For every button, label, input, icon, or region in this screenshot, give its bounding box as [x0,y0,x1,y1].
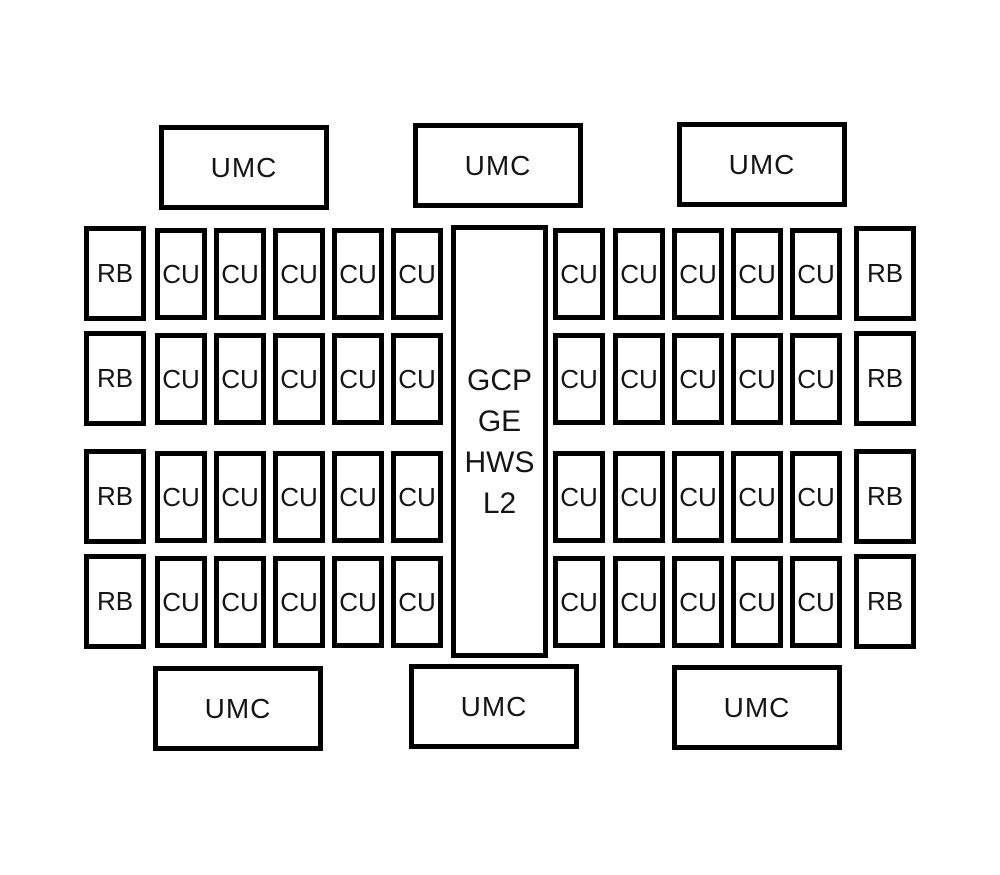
cu-block: CU [672,451,724,543]
center-line-hws: HWS [464,445,535,479]
cu-block: CU [731,228,783,320]
cu-block: CU [672,333,724,425]
rb-block: RB [84,226,146,321]
cu-block: CU [155,333,207,425]
umc-top-center: UMC [413,123,583,208]
cu-block: CU [332,451,384,543]
cu-block: CU [273,451,325,543]
gcp-ge-hws-l2-block: GCP GE HWS L2 [451,225,548,658]
center-line-gcp: GCP [466,363,532,397]
cu-block: CU [731,333,783,425]
cu-block: CU [672,556,724,648]
cu-block: CU [553,333,605,425]
cu-block: CU [731,556,783,648]
cu-block: CU [332,333,384,425]
rb-block: RB [84,449,146,544]
cu-block: CU [273,228,325,320]
cu-block: CU [553,556,605,648]
rb-block: RB [854,331,916,426]
cu-block: CU [332,228,384,320]
cu-block: CU [214,451,266,543]
umc-bottom-center: UMC [409,664,579,749]
cu-block: CU [613,556,665,648]
cu-block: CU [391,333,443,425]
rb-block: RB [854,554,916,649]
rb-block: RB [854,226,916,321]
cu-block: CU [155,556,207,648]
center-line-l2: L2 [482,486,517,520]
rb-block: RB [84,331,146,426]
umc-top-left: UMC [159,125,329,210]
cu-block: CU [214,556,266,648]
rb-block: RB [854,449,916,544]
umc-bottom-left: UMC [153,666,323,751]
cu-block: CU [553,228,605,320]
cu-block: CU [613,333,665,425]
cu-block: CU [155,228,207,320]
cu-block: CU [214,228,266,320]
cu-block: CU [553,451,605,543]
cu-block: CU [613,228,665,320]
cu-block: CU [391,228,443,320]
cu-block: CU [273,333,325,425]
center-line-ge: GE [477,404,522,438]
cu-block: CU [790,451,842,543]
umc-top-right: UMC [677,122,847,207]
cu-block: CU [790,228,842,320]
cu-block: CU [613,451,665,543]
cu-block: CU [273,556,325,648]
cu-block: CU [790,333,842,425]
cu-block: CU [332,556,384,648]
cu-block: CU [391,451,443,543]
cu-block: CU [391,556,443,648]
cu-block: CU [672,228,724,320]
cu-block: CU [155,451,207,543]
cu-block: CU [214,333,266,425]
rb-block: RB [84,554,146,649]
cu-block: CU [790,556,842,648]
umc-bottom-right: UMC [672,665,842,750]
cu-block: CU [731,451,783,543]
